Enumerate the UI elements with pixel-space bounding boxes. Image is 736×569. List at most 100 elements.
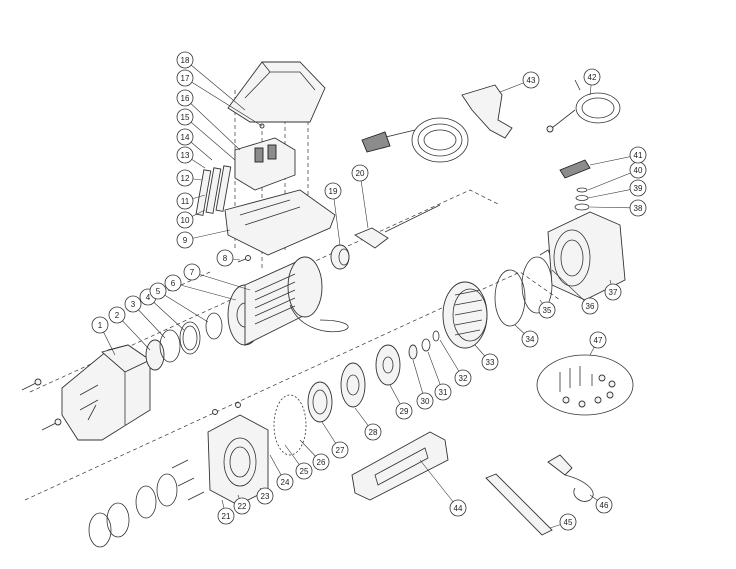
- callout-bubble-27: [331, 441, 349, 459]
- part-3-ring: [159, 329, 181, 363]
- callout-label-36: 36: [586, 302, 595, 311]
- callout-bubble-36: [581, 297, 599, 315]
- callout-part-41: 41: [589, 146, 647, 166]
- part-32-thrust-washer: [432, 330, 440, 342]
- part-5-ring: [205, 312, 223, 340]
- callout-bubble-25: [295, 462, 313, 480]
- callout-label-12: 12: [181, 174, 190, 183]
- leader-line-44: [419, 459, 459, 509]
- callout-part-28: 28: [354, 407, 382, 441]
- leader-line-18: [184, 59, 246, 111]
- callout-part-34: 34: [514, 324, 539, 348]
- callout-bubble-44: [449, 499, 467, 517]
- callout-label-1: 1: [98, 321, 103, 330]
- callout-label-32: 32: [459, 374, 468, 383]
- callout-label-40: 40: [634, 166, 643, 175]
- callout-bubble-26: [312, 453, 330, 471]
- callout-bubble-23: [256, 487, 274, 505]
- callout-bubble-46: [595, 496, 613, 514]
- callout-label-41: 41: [634, 151, 643, 160]
- part-37-gearbox-housing: [547, 211, 626, 301]
- callout-part-2: 2: [108, 306, 151, 351]
- callout-part-10: 10: [176, 209, 206, 229]
- callout-label-6: 6: [171, 279, 176, 288]
- part-21-22-seal-rings: [88, 473, 178, 548]
- callout-bubble-11: [176, 192, 194, 210]
- callout-part-39: 39: [587, 179, 647, 199]
- callout-part-31: 31: [427, 351, 452, 401]
- callout-label-17: 17: [181, 74, 190, 83]
- callout-label-34: 34: [526, 335, 535, 344]
- part-26-gasket: [273, 394, 307, 456]
- callout-bubble-37: [604, 283, 622, 301]
- callout-part-35: 35: [538, 299, 556, 319]
- part-callouts: 1234567891011121314151617181920212223242…: [91, 51, 647, 531]
- callout-bubble-14: [176, 128, 194, 146]
- callout-part-24: 24: [269, 454, 294, 491]
- callout-part-18: 18: [176, 51, 246, 111]
- part-30-31-gear-washers: [408, 338, 431, 360]
- part-41-clutch-lever: [559, 159, 591, 179]
- callout-part-33: 33: [474, 344, 499, 371]
- callout-part-42: 42: [583, 68, 601, 96]
- leader-line-36: [551, 269, 591, 307]
- callout-label-39: 39: [634, 184, 643, 193]
- callout-part-44: 44: [419, 459, 467, 517]
- callout-label-4: 4: [146, 293, 151, 302]
- callout-part-43: 43: [499, 71, 540, 93]
- callout-label-37: 37: [609, 288, 618, 297]
- callout-label-47: 47: [594, 336, 603, 345]
- callout-bubble-16: [176, 89, 194, 107]
- callout-part-16: 16: [176, 89, 241, 151]
- part-33-ring-gear: [442, 281, 488, 349]
- part-28-carrier: [340, 362, 366, 408]
- callout-label-45: 45: [564, 518, 573, 527]
- callout-bubble-18: [176, 51, 194, 69]
- callout-part-13: 13: [176, 146, 206, 169]
- part-47-hardware-kit: [536, 354, 634, 416]
- callout-part-20: 20: [351, 164, 369, 229]
- part-2-ring: [145, 339, 165, 371]
- callout-part-38: 38: [589, 199, 647, 217]
- callout-label-16: 16: [181, 94, 190, 103]
- part-8-screw: [237, 255, 251, 263]
- callout-bubble-12: [176, 169, 194, 187]
- part-46-hook: [547, 454, 594, 502]
- leader-line-16: [184, 97, 241, 151]
- part-45-hook-strap: [485, 473, 553, 536]
- callout-bubble-17: [176, 69, 194, 87]
- callout-label-28: 28: [369, 428, 378, 437]
- part-9-control-base: [224, 189, 336, 256]
- leader-line-15: [184, 116, 236, 161]
- callout-label-44: 44: [454, 504, 463, 513]
- callout-label-21: 21: [222, 512, 231, 521]
- leader-line-39: [587, 187, 639, 199]
- callout-label-11: 11: [181, 197, 190, 206]
- part-29-sun-gear-carrier: [375, 344, 401, 386]
- callout-part-8: 8: [216, 249, 241, 267]
- callout-label-13: 13: [181, 151, 190, 160]
- part-38-40-washers: [574, 187, 590, 211]
- callout-bubble-6: [164, 274, 182, 292]
- callout-bubble-32: [454, 369, 472, 387]
- part-20-drive-shaft: [354, 204, 441, 249]
- part-43-remote-control: [361, 84, 513, 163]
- callout-label-7: 7: [190, 268, 195, 277]
- callout-label-24: 24: [281, 478, 290, 487]
- callout-part-22: 22: [233, 494, 251, 515]
- callout-part-9: 9: [176, 229, 231, 249]
- callout-bubble-41: [629, 146, 647, 164]
- callout-part-30: 30: [412, 359, 434, 410]
- callout-bubble-33: [481, 353, 499, 371]
- callout-bubble-21: [217, 507, 235, 525]
- leader-line-20: [359, 172, 369, 229]
- callout-bubble-8: [216, 249, 234, 267]
- callout-bubble-3: [124, 295, 142, 313]
- callout-bubble-15: [176, 108, 194, 126]
- callout-bubble-10: [176, 211, 194, 229]
- callout-label-14: 14: [181, 133, 190, 142]
- callout-part-23: 23: [256, 487, 274, 505]
- callout-bubble-7: [183, 263, 201, 281]
- callout-label-9: 9: [183, 236, 188, 245]
